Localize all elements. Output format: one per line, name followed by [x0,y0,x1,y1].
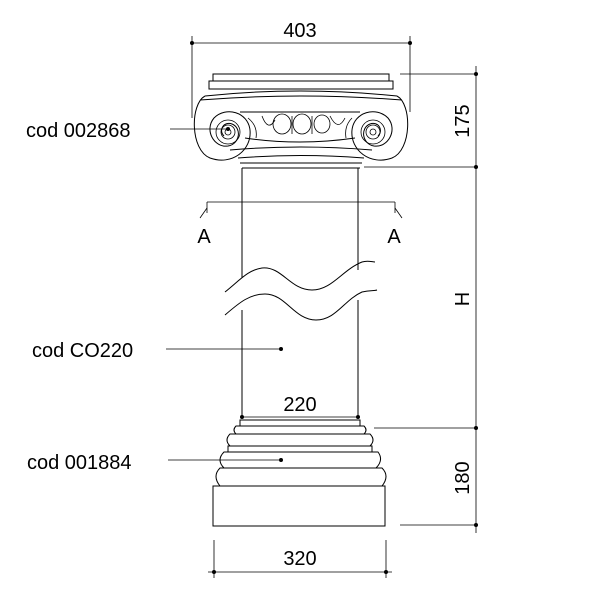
callout-shaft: cod CO220 [32,340,281,362]
capital [193,73,409,169]
section-mark-left: A [197,226,211,248]
dimension-label-175: 175 [452,104,474,137]
dimension-label-220: 220 [283,394,316,416]
dimension-vertical-chain [474,66,478,533]
dimension-base-width: 320 [208,540,392,578]
dimension-label-h: H [452,292,474,306]
dimension-label-320: 320 [283,548,316,570]
shaft [224,168,378,418]
callout-capital: cod 002868 [26,120,230,142]
dimension-shaft-diameter: 220 [240,394,360,419]
dimension-label-403: 403 [283,20,316,42]
dimension-capital-width: 403 [190,20,412,118]
code-shaft: cod CO220 [32,340,133,362]
dimension-label-180: 180 [452,461,474,494]
section-line-a-a: A A [197,201,403,248]
code-base: cod 001884 [27,452,132,474]
section-mark-right: A [387,226,401,248]
code-capital: cod 002868 [26,120,131,142]
base [212,419,387,527]
callout-base: cod 001884 [27,452,281,474]
